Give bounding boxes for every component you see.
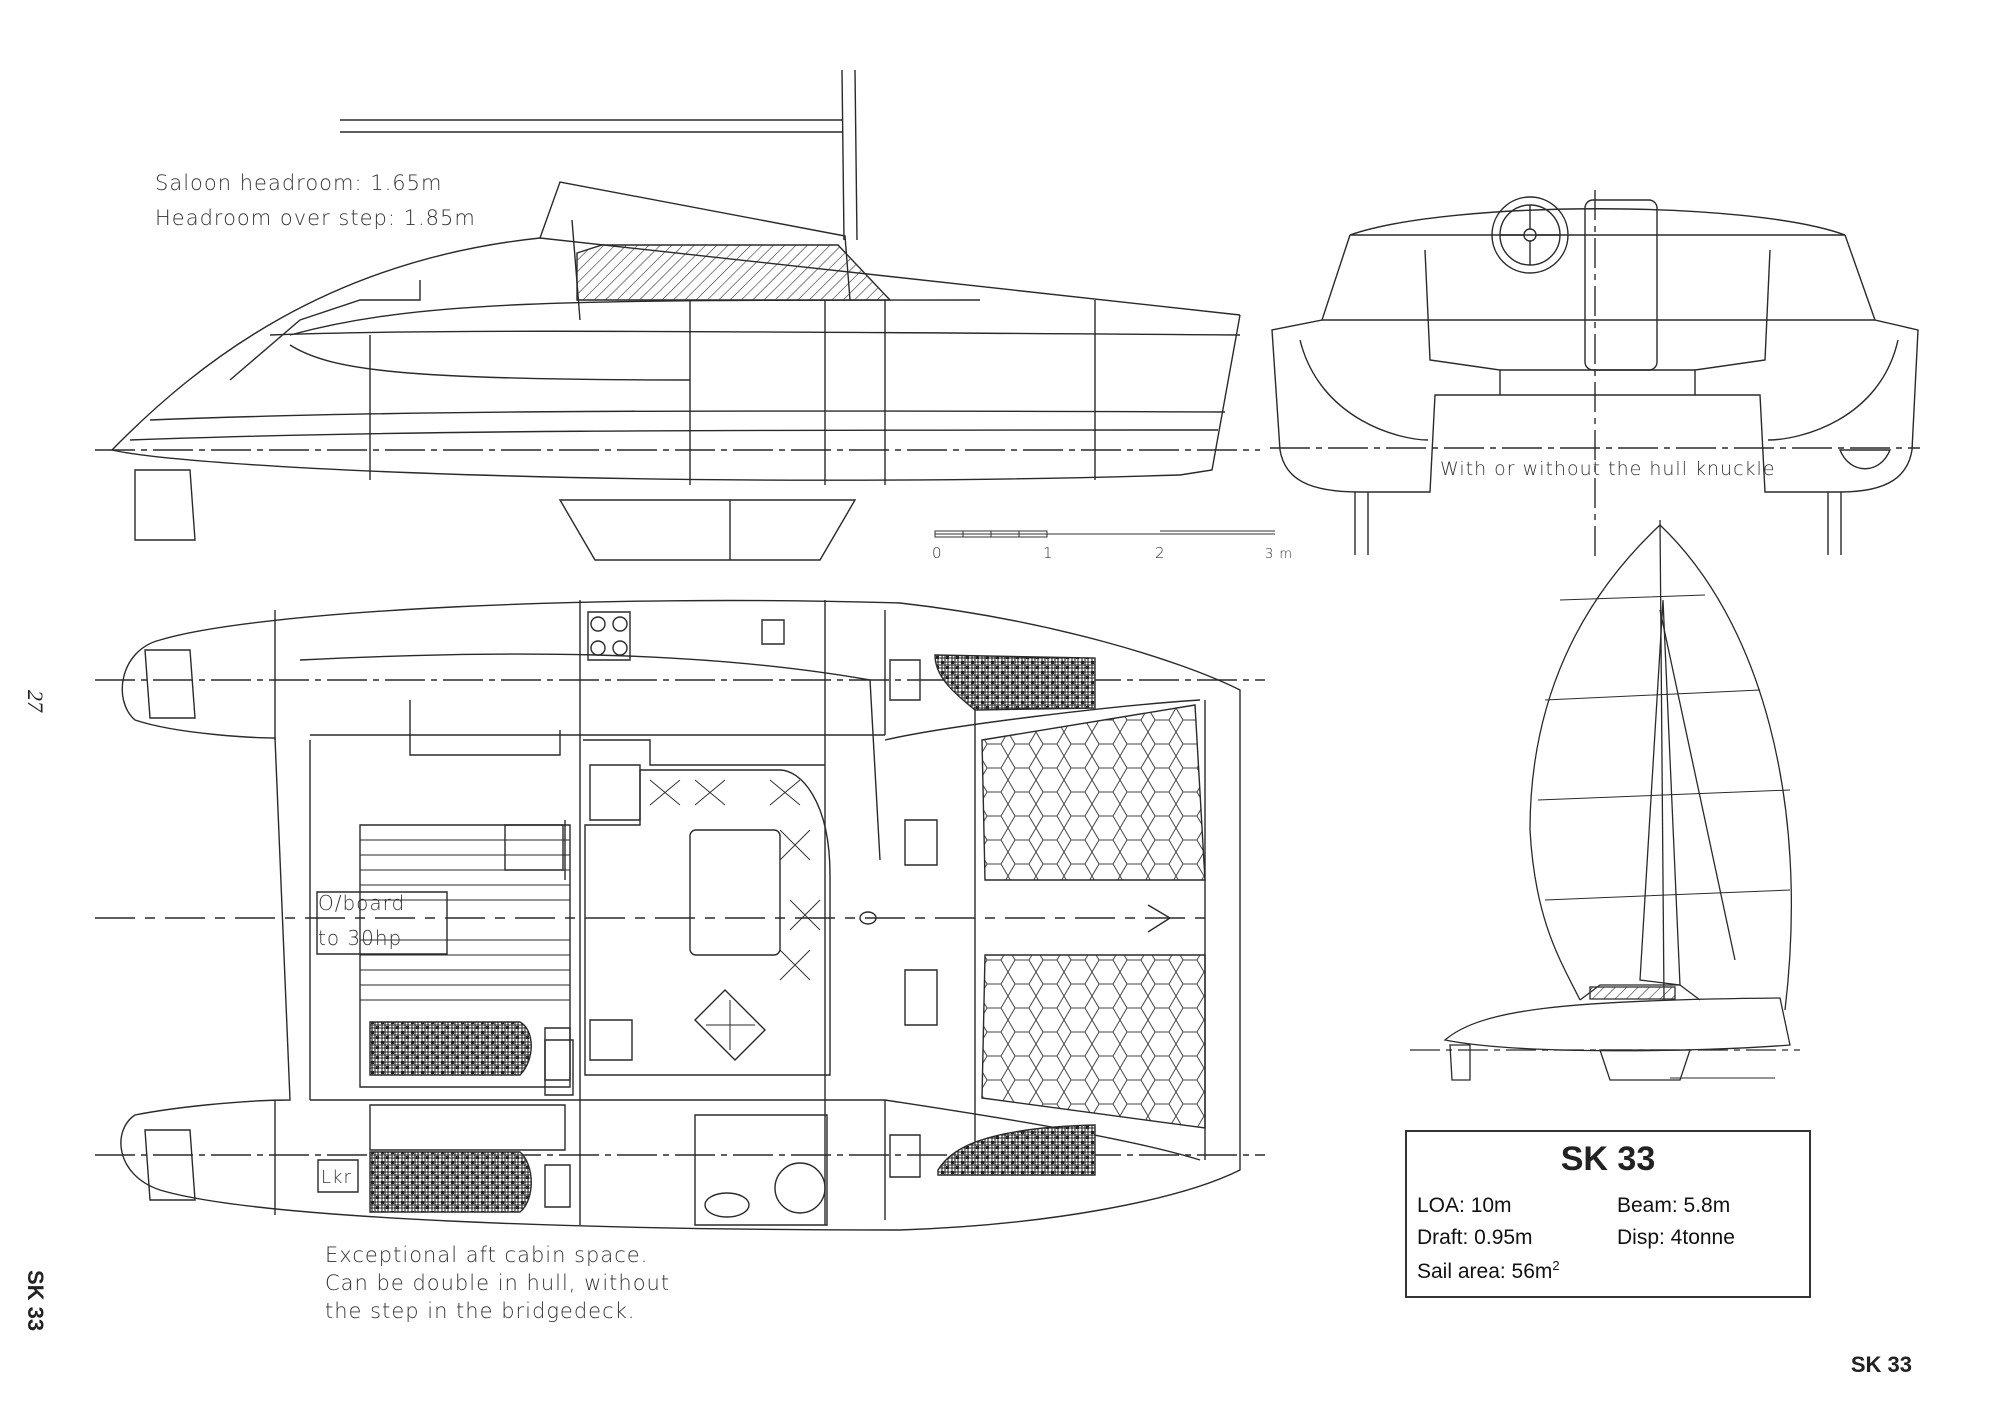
spec-sail-area-value: Sail area: 56m bbox=[1417, 1260, 1553, 1283]
hull-knuckle-note: With or without the hull knuckle bbox=[1440, 458, 1776, 480]
spec-disp: Disp: 4tonne bbox=[1617, 1226, 1735, 1249]
scale-tick-0: 0 bbox=[932, 544, 943, 562]
aft-cabin-note-line1: Exceptional aft cabin space. bbox=[325, 1243, 648, 1267]
page-number: 27 bbox=[23, 690, 48, 712]
aft-cabin-note-line3: the step in the bridgedeck. bbox=[325, 1299, 635, 1323]
locker-label: Lkr bbox=[321, 1167, 352, 1188]
aft-cabin-note-line2: Can be double in hull, without bbox=[325, 1271, 670, 1295]
scale-tick-3: 3 m bbox=[1265, 547, 1293, 562]
spec-sail-area: Sail area: 56m2 bbox=[1417, 1258, 1560, 1284]
deck-plan-drawing bbox=[95, 600, 1265, 1230]
spec-draft: Draft: 0.95m bbox=[1417, 1226, 1533, 1249]
spec-loa: LOA: 10m bbox=[1417, 1194, 1512, 1217]
step-headroom-note: Headroom over step: 1.85m bbox=[155, 206, 476, 230]
scale-tick-2: 2 bbox=[1155, 544, 1166, 562]
outboard-note-line1: O/board bbox=[318, 891, 405, 915]
specs-box: SK 33 LOA: 10m Beam: 5.8m Draft: 0.95m D… bbox=[1405, 1130, 1811, 1298]
side-title-label: SK 33 bbox=[23, 1270, 48, 1332]
side-profile-drawing bbox=[95, 70, 1260, 560]
sail-plan-drawing bbox=[1410, 520, 1800, 1080]
scale-tick-1: 1 bbox=[1043, 544, 1054, 562]
scale-bar: 0 1 2 3 m bbox=[932, 531, 1293, 562]
spec-sail-area-unit-sup: 2 bbox=[1552, 1258, 1560, 1273]
spec-beam: Beam: 5.8m bbox=[1617, 1194, 1731, 1217]
stern-view-drawing bbox=[1270, 190, 1920, 560]
specs-title: SK 33 bbox=[1560, 1140, 1656, 1178]
outboard-note-line2: to 30hp bbox=[318, 926, 402, 950]
saloon-headroom-note: Saloon headroom: 1.65m bbox=[155, 171, 442, 195]
footer-label: SK 33 bbox=[1850, 1352, 1912, 1377]
